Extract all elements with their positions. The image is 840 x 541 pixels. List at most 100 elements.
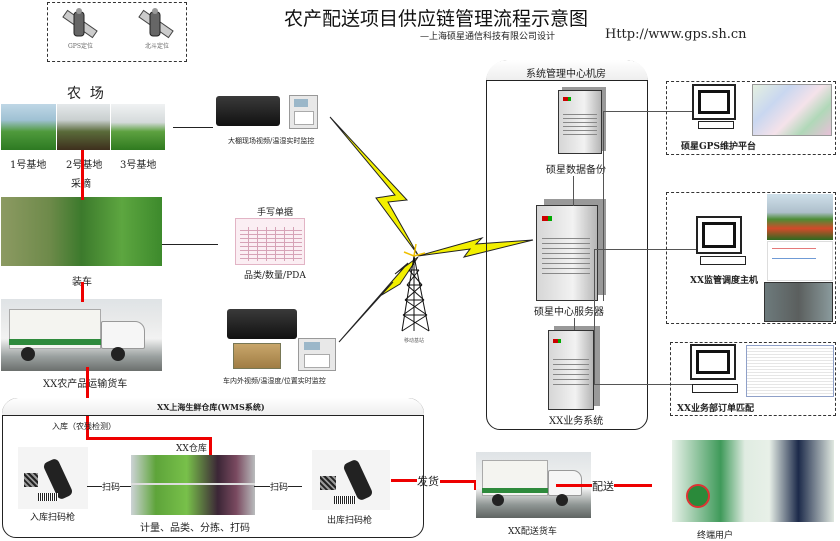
warehouse-shelves-photo — [131, 455, 255, 515]
wheel — [21, 347, 35, 361]
client-box-gps — [666, 81, 836, 155]
satellite-beidou — [136, 6, 176, 46]
base-1-photo — [1, 104, 56, 150]
client-gps-label: 硕星GPS维护平台 — [681, 142, 756, 152]
flow-line — [614, 484, 652, 487]
monitor-icon — [692, 84, 736, 120]
vehicle-monitor-label: 车内外视频/温湿度/位置实时监控 — [223, 377, 326, 385]
monitor-icon — [690, 344, 736, 380]
handwritten-caption: 品类/数量/PDA — [244, 271, 306, 281]
server-led — [542, 216, 552, 221]
dvr-device — [216, 96, 280, 126]
temp-monitor — [289, 95, 318, 129]
connector-line — [594, 384, 698, 385]
tower-label: 移动基站 — [404, 338, 425, 344]
farm-truck-photo — [1, 299, 162, 371]
monitor-icon — [696, 216, 742, 254]
wheel — [556, 494, 568, 506]
outbound-scanner-label: 出库扫码枪 — [327, 516, 373, 526]
server-led — [563, 97, 571, 101]
base-3-photo — [111, 104, 165, 150]
beidou-label: 北斗定位 — [145, 43, 170, 50]
lightning-datacenter-icon — [417, 237, 534, 258]
warehouse-title: XX上海生鲜仓库(WMS系统) — [157, 402, 265, 412]
delivery-truck-label: XX配送货车 — [508, 527, 557, 537]
flow-line — [391, 479, 417, 482]
order-table-screenshot — [746, 345, 834, 397]
locker-logo — [686, 484, 710, 508]
satellite-gps — [60, 6, 100, 46]
connector-line — [603, 111, 604, 301]
scan-label-2: 扫码 — [270, 480, 289, 493]
truck-stripe — [9, 339, 101, 345]
server-vents — [553, 355, 589, 385]
server-business-icon — [548, 330, 594, 410]
form-grid — [240, 227, 302, 261]
chart-line-red — [772, 248, 816, 249]
gps-map-screenshot — [752, 84, 832, 136]
monitor-base — [700, 256, 746, 265]
server-center-icon — [536, 205, 598, 301]
server-backup-icon — [558, 90, 602, 154]
page-title: 农产配送项目供应链管理流程示意图 — [284, 8, 589, 30]
flow-line — [81, 282, 84, 302]
client-box-orders — [670, 342, 836, 416]
greenhouse-screenshot — [767, 194, 833, 240]
monitor-base — [698, 121, 734, 129]
connector-line — [162, 244, 218, 245]
qr-code — [24, 473, 38, 487]
signal-burst-icon — [403, 243, 426, 257]
flow-line — [86, 437, 212, 440]
deliver-label: 配送 — [592, 480, 614, 493]
flow-line — [81, 150, 84, 200]
temperature-chart — [767, 241, 833, 281]
satellite-icon — [138, 8, 174, 39]
end-user-label: 终端用户 — [697, 531, 734, 541]
farm-title: 农 场 — [67, 86, 104, 102]
outbound-scanner-photo — [312, 450, 390, 510]
harvest-photo — [1, 197, 162, 266]
datacenter-header — [486, 60, 648, 81]
vehicle-sensor — [233, 343, 281, 369]
client-box-supervision — [666, 192, 836, 324]
processing-label: 计量、品类、分拣、打码 — [140, 523, 250, 534]
inbound-label: 入库（农残检测） — [52, 422, 116, 431]
connector-line — [594, 249, 698, 250]
ship-label: 发货 — [417, 475, 439, 488]
scan-label-1: 扫码 — [102, 480, 121, 493]
lightning-greenhouse-icon — [329, 116, 419, 256]
server-vents — [563, 111, 597, 135]
server-center-label: 硕星中心服务器 — [534, 307, 604, 318]
monitor-paper — [304, 354, 330, 368]
vehicle-temp-monitor — [298, 338, 336, 371]
flow-line — [474, 480, 477, 490]
video-grid — [764, 282, 833, 322]
positioning-box — [47, 2, 187, 62]
connector-line — [573, 176, 574, 206]
inbound-scanner-label: 入库扫码枪 — [30, 513, 76, 523]
connector-line — [173, 127, 213, 128]
connector-line — [574, 318, 575, 330]
monitor-screen — [698, 90, 730, 114]
end-user-photo — [672, 440, 834, 522]
warehouse-label: XX仓库 — [176, 444, 207, 454]
shelf-divider — [131, 483, 255, 485]
satellite-icon — [62, 8, 98, 39]
truck-cab — [548, 470, 582, 496]
vehicle-dvr — [227, 309, 297, 339]
client-supervision-label: XX监管调度主机 — [690, 276, 758, 286]
website-url[interactable]: Http://www.gps.sh.cn — [605, 27, 747, 42]
client-orders-label: XX业务部订单匹配 — [677, 404, 754, 414]
monitor-display — [294, 99, 308, 107]
connector-line — [594, 249, 595, 384]
greenhouse-monitor-label: 大棚现场视频/温湿实时监控 — [228, 137, 315, 145]
designer-credit: —上海硕星通信科技有限公司设计 — [420, 32, 556, 42]
farm-truck-label: XX农产品运输货车 — [43, 375, 127, 390]
wheel — [111, 347, 125, 361]
truck-stripe — [482, 488, 548, 493]
monitor-display — [304, 342, 320, 350]
cell-tower-icon — [401, 255, 430, 332]
server-led — [553, 339, 561, 343]
monitor-base — [692, 384, 738, 393]
